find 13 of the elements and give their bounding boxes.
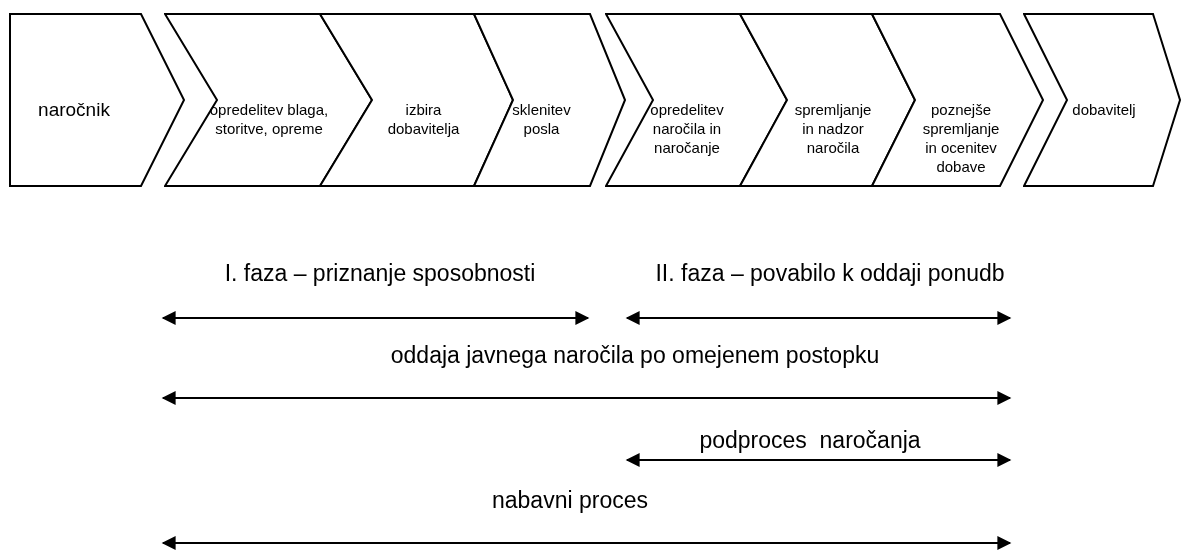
step-label: opredelitev blaga, storitve, opreme — [209, 100, 329, 138]
step-label: spremljanje in nadzor naročila — [793, 100, 873, 157]
phase-label: I. faza – priznanje sposobnosti — [223, 259, 537, 288]
step-label: dobavitelj — [1071, 100, 1137, 119]
step-label: opredelitev naročila in naročanje — [649, 100, 725, 157]
step-label: naročnik — [37, 100, 111, 119]
phase-label: II. faza – povabilo k oddaji ponudb — [654, 259, 1006, 288]
phase-label: oddaja javnega naročila po omejenem postopku — [389, 341, 881, 370]
phase-label: podproces naročanja — [698, 426, 922, 455]
phase-label: nabavni proces — [491, 486, 649, 515]
step-label: sklenitev posla — [511, 100, 572, 138]
step-label: izbira dobavitelja — [386, 100, 461, 138]
step-label: poznejše spremljanje in ocenitev dobave — [921, 100, 1001, 176]
